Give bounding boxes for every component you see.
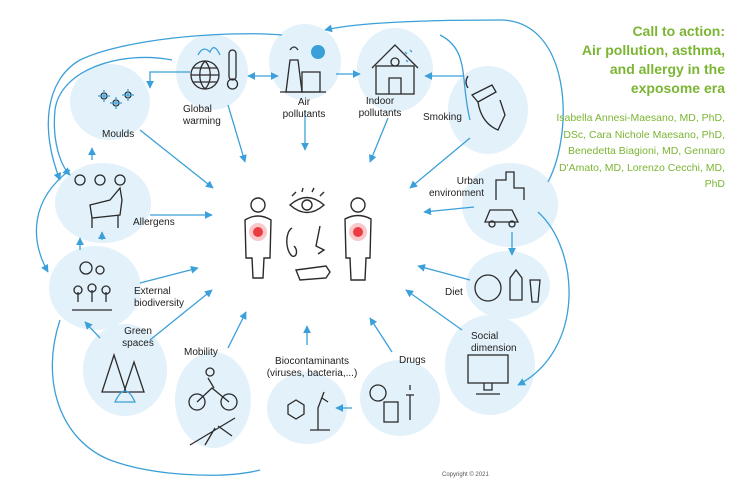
eye-icon xyxy=(288,187,326,214)
label-external-biodiversity: External biodiversity xyxy=(134,286,185,309)
arrow xyxy=(84,321,101,339)
authors: Isabella Annesi-Maesano, MD, PhD, DSc, C… xyxy=(556,112,725,190)
bubble-external-biodiversity xyxy=(49,246,141,330)
microscope-icon xyxy=(287,391,330,431)
label-diet: Diet xyxy=(445,287,463,298)
label-moulds: Moulds xyxy=(102,129,135,140)
factory-icon xyxy=(280,45,326,93)
house-icon xyxy=(371,44,419,95)
bubble-mobility xyxy=(175,352,251,448)
label-urban-environment: Urban environment xyxy=(428,176,484,199)
node-icons xyxy=(72,44,541,446)
arrow xyxy=(227,311,247,349)
diagram-arrows xyxy=(35,19,570,476)
bubble-social-dimension xyxy=(445,315,535,415)
bubble-global-warming xyxy=(176,34,248,110)
arrow xyxy=(53,56,173,176)
person-female-icon xyxy=(244,197,272,279)
center-icons xyxy=(244,187,372,281)
label-green-spaces: Green spaces xyxy=(122,326,154,349)
city-car-icon xyxy=(484,171,525,228)
bubble-moulds xyxy=(70,64,150,140)
label-biocontaminants: Biocontaminants (viruses, bacteria,...) xyxy=(266,356,358,379)
bubble-green-spaces xyxy=(83,324,167,416)
arrow xyxy=(409,137,471,189)
label-smoking: Smoking xyxy=(423,112,462,123)
bubble-urban-environment xyxy=(462,163,558,247)
label-drugs: Drugs xyxy=(399,355,426,366)
cats-dogs-icon xyxy=(74,174,126,228)
arrow xyxy=(35,169,71,273)
label-indoor-pollutants: Indoor pollutants xyxy=(358,96,402,119)
arrow xyxy=(439,34,471,121)
arrow xyxy=(149,289,213,341)
ear-icon xyxy=(286,227,298,257)
arrow xyxy=(517,211,570,386)
label-social-dimension: Social dimension xyxy=(471,331,517,354)
flowers-icon xyxy=(72,261,112,311)
mould-spores-icon xyxy=(98,89,134,109)
nose-icon xyxy=(315,225,326,255)
trees-icon xyxy=(101,352,145,403)
hand-skin-icon xyxy=(295,265,331,281)
label-air-pollutants: Air pollutants xyxy=(282,97,326,120)
label-global-warming: Global warming xyxy=(183,104,221,127)
arrow xyxy=(227,104,247,163)
food-drink-icon xyxy=(474,268,541,303)
person-male-icon xyxy=(344,197,372,281)
computer-icon xyxy=(467,354,509,395)
bubble-allergens xyxy=(55,163,151,243)
bubble-biocontaminants xyxy=(267,372,347,444)
arrow xyxy=(423,206,475,216)
arrow xyxy=(146,71,190,89)
title: Call to action: Air pollution, asthma, a… xyxy=(581,23,725,96)
bubble-smoking xyxy=(448,66,528,154)
arrow xyxy=(405,289,463,331)
arrow xyxy=(47,33,283,181)
label-mobility: Mobility xyxy=(184,347,218,358)
bubble-drugs xyxy=(360,360,440,436)
cigarette-hand-icon xyxy=(465,75,506,131)
arrow xyxy=(324,19,564,183)
arrow xyxy=(417,264,471,281)
globe-thermometer-icon xyxy=(190,47,239,90)
arrow xyxy=(139,129,214,189)
label-allergens: Allergens xyxy=(133,217,175,228)
arrow xyxy=(369,117,389,163)
pills-syringe-icon xyxy=(369,384,414,423)
copyright: Copyright © 2021 xyxy=(442,472,489,478)
arrow xyxy=(369,317,393,353)
arrow xyxy=(51,319,261,476)
node-bubbles xyxy=(49,24,558,448)
arrow xyxy=(139,265,199,284)
bubble-diet xyxy=(466,251,550,319)
motorbike-airplane-icon xyxy=(188,367,238,446)
